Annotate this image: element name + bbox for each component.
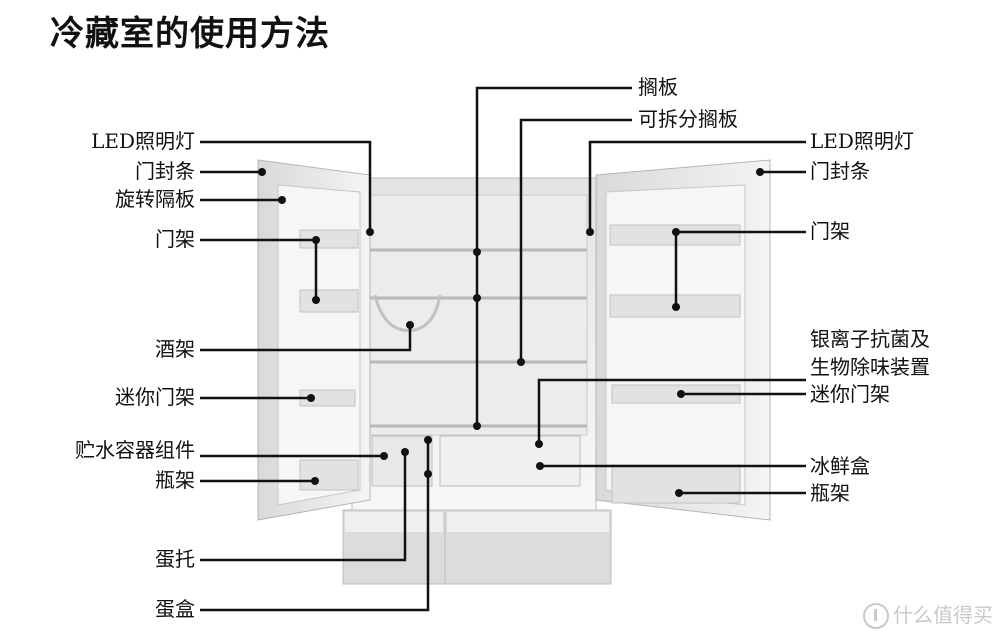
label-left-door-seal: 门封条: [135, 159, 195, 183]
label-left-mini-door-rack: 迷你门架: [115, 385, 195, 409]
label-left-rotating-divider: 旋转隔板: [115, 187, 195, 211]
fridge-cabinet: [351, 177, 597, 511]
label-right-crisper: 冰鲜盒: [810, 454, 870, 478]
label-left-water-container: 贮水容器组件: [75, 438, 195, 462]
label-right-led-light: LED照明灯: [810, 129, 914, 153]
label-right-door-seal: 门封条: [810, 159, 870, 183]
label-left-egg-tray: 蛋托: [155, 547, 195, 571]
watermark-text: 什么值得买: [893, 602, 993, 627]
leader-dots: [258, 168, 764, 497]
label-right-door-rack: 门架: [810, 219, 850, 243]
label-left-bottle-rack: 瓶架: [155, 468, 195, 492]
page-title: 冷藏室的使用方法: [50, 14, 330, 54]
label-left-egg-box: 蛋盒: [155, 597, 195, 621]
label-right-antibacterial-line2: 生物除味装置: [810, 355, 930, 379]
label-top-split-shelf: 可拆分搁板: [638, 107, 738, 131]
watermark: 什么值得买: [863, 599, 993, 629]
label-left-wine-rack: 酒架: [155, 337, 195, 361]
label-right-bottle-rack: 瓶架: [810, 481, 850, 505]
label-top-shelf: 搁板: [638, 75, 678, 99]
label-right-mini-door-rack: 迷你门架: [810, 382, 890, 406]
label-right-antibacterial-line1: 银离子抗菌及: [810, 327, 930, 351]
watermark-logo-icon: [863, 603, 889, 629]
freezer-drawers: [342, 509, 612, 585]
left-door: [257, 159, 371, 521]
leader-lines: [200, 86, 806, 612]
label-left-led-light: LED照明灯: [91, 129, 195, 153]
label-left-door-rack: 门架: [155, 227, 195, 251]
